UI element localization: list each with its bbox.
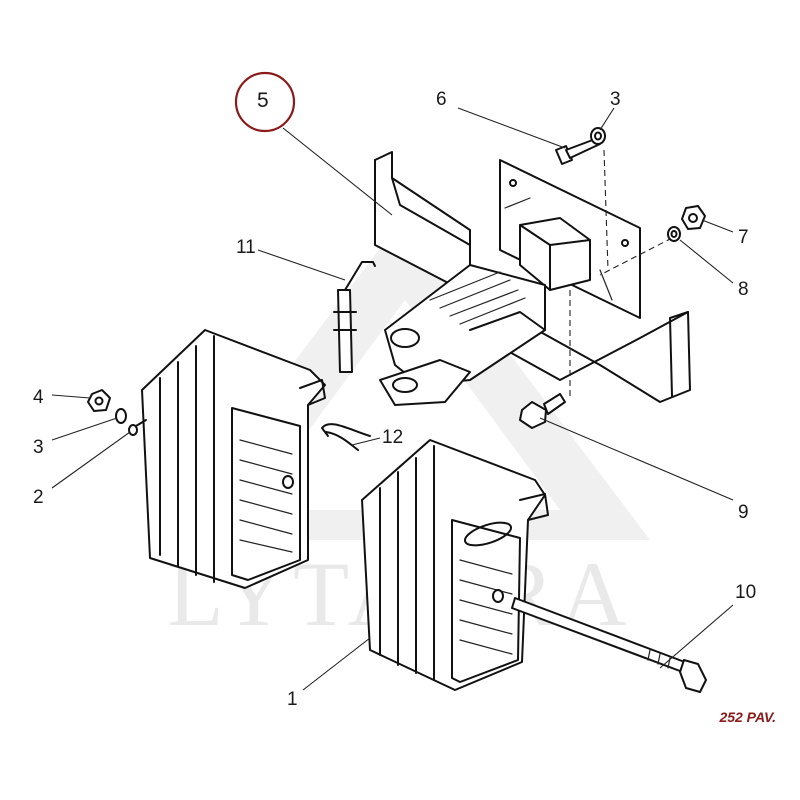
callout-3-top: 3 (610, 89, 621, 110)
linch-pin-12 (321, 423, 371, 451)
callout-10: 10 (735, 582, 757, 603)
pin-11 (333, 261, 376, 373)
callout-1: 1 (287, 689, 298, 710)
stud-2 (128, 419, 147, 436)
callout-2: 2 (33, 487, 44, 508)
nut-4 (87, 389, 111, 412)
nut-7 (681, 205, 706, 230)
mounting-bracket (374, 151, 691, 406)
callout-8: 8 (738, 279, 749, 300)
weight-right (361, 439, 549, 691)
callout-7: 7 (738, 227, 749, 248)
washer-3-left (115, 408, 127, 424)
highlight-circle (234, 71, 296, 133)
callout-4: 4 (33, 387, 44, 408)
figure-code: 252 PAV. (719, 709, 776, 725)
weight-left (141, 329, 326, 589)
washer-3-top (590, 127, 606, 145)
callout-9: 9 (738, 502, 749, 523)
callout-5: 5 (257, 89, 269, 112)
callout-12: 12 (382, 427, 404, 448)
callout-6: 6 (436, 89, 447, 110)
long-bolt-10 (511, 597, 707, 693)
callout-11: 11 (236, 237, 256, 258)
washer-8 (667, 226, 681, 242)
leader-lines (51, 107, 734, 691)
callout-3-left: 3 (33, 437, 44, 458)
bolt-9 (519, 393, 566, 429)
